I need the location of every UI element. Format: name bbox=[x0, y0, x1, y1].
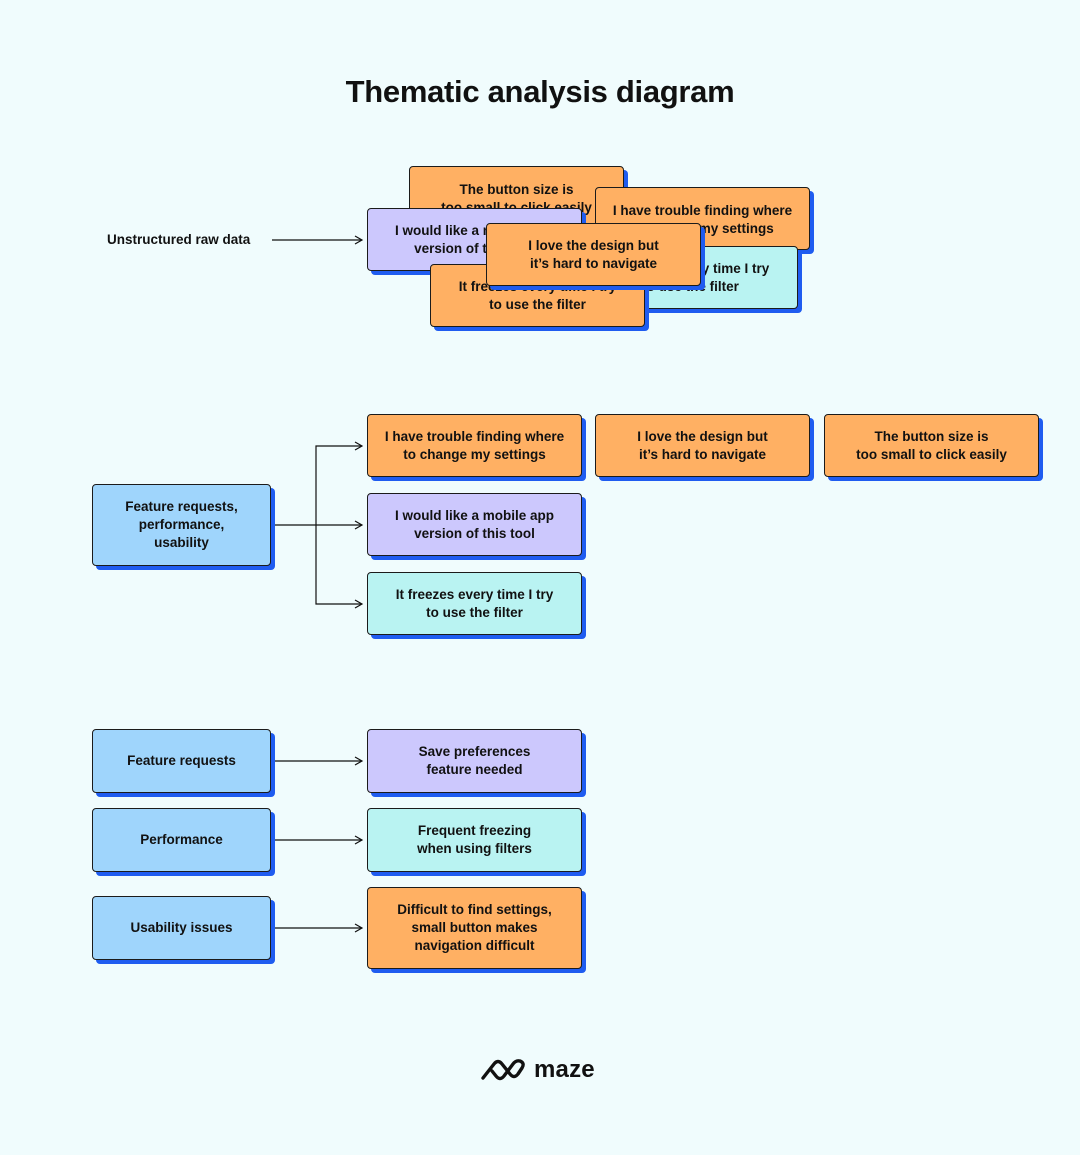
theme-card: Feature requests, performance, usability bbox=[92, 484, 271, 566]
brand-name: maze bbox=[534, 1056, 595, 1083]
theme-card-feature-requests: Feature requests bbox=[92, 729, 271, 793]
theme-card-usability: Usability issues bbox=[92, 896, 271, 960]
bracket-line bbox=[315, 525, 364, 609]
note-card: It freezes every time I try to use the f… bbox=[367, 572, 582, 635]
note-card: The button size is too small to click ea… bbox=[824, 414, 1039, 477]
theme-card-performance: Performance bbox=[92, 808, 271, 872]
note-card: I have trouble finding where to change m… bbox=[367, 414, 582, 477]
brand-logo: maze bbox=[480, 1056, 595, 1084]
raw-data-label: Unstructured raw data bbox=[107, 232, 251, 247]
insight-card: Difficult to find settings, small button… bbox=[367, 887, 582, 969]
bracket-line bbox=[315, 441, 364, 525]
insight-card: Frequent freezing when using filters bbox=[367, 808, 582, 872]
insight-card: Save preferences feature needed bbox=[367, 729, 582, 793]
page-title: Thematic analysis diagram bbox=[345, 74, 735, 109]
maze-logo-icon bbox=[481, 1059, 525, 1081]
note-card: I love the design but it’s hard to navig… bbox=[595, 414, 810, 477]
note-card: I would like a mobile app version of thi… bbox=[367, 493, 582, 556]
raw-note-card: I love the design but it’s hard to navig… bbox=[486, 223, 701, 286]
